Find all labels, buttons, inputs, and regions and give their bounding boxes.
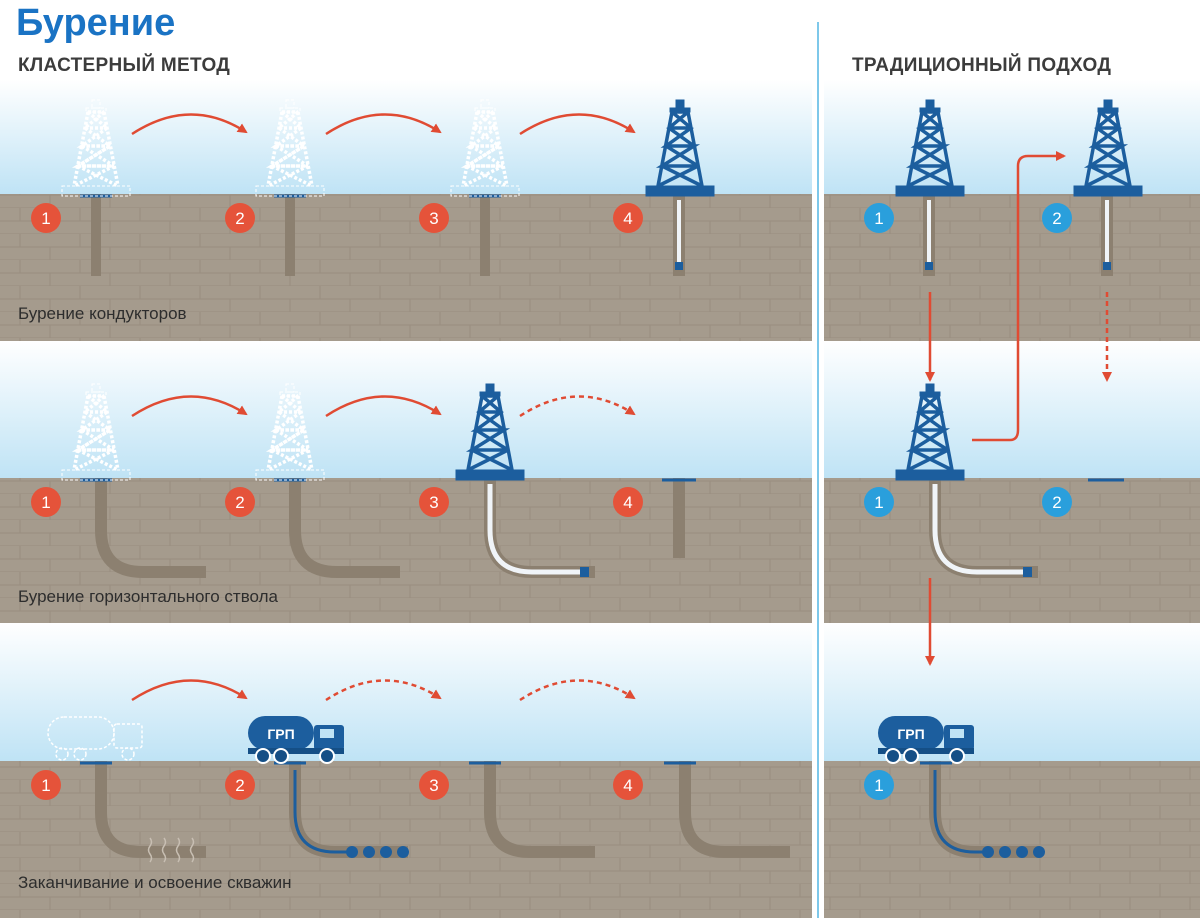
svg-text:4: 4 bbox=[623, 493, 632, 512]
svg-text:3: 3 bbox=[429, 209, 438, 228]
svg-text:2: 2 bbox=[1052, 493, 1061, 512]
svg-text:4: 4 bbox=[623, 209, 632, 228]
panel-row-3 bbox=[0, 623, 1200, 918]
truck-label: ГРП bbox=[267, 726, 294, 742]
step-arrows bbox=[131, 113, 1066, 702]
svg-text:2: 2 bbox=[235, 493, 244, 512]
truck-label: ГРП bbox=[897, 726, 924, 742]
step-arrows-dashed bbox=[325, 292, 1112, 702]
svg-text:3: 3 bbox=[429, 493, 438, 512]
cluster-method-heading: КЛАСТЕРНЫЙ МЕТОД bbox=[18, 55, 231, 76]
svg-text:2: 2 bbox=[235, 209, 244, 228]
row-label-horizontal: Бурение горизонтального ствола bbox=[18, 587, 278, 606]
badge-cluster: 1 2 3 4 1 2 3 4 1 2 3 4 bbox=[31, 203, 643, 800]
svg-text:1: 1 bbox=[41, 493, 50, 512]
svg-text:1: 1 bbox=[874, 209, 883, 228]
frac-truck-icon: ГРП bbox=[878, 716, 974, 764]
svg-text:1: 1 bbox=[874, 776, 883, 795]
svg-text:2: 2 bbox=[1052, 209, 1061, 228]
frac-truck-icon: ГРП bbox=[248, 716, 344, 764]
svg-text:4: 4 bbox=[623, 776, 632, 795]
row-label-conductors: Бурение кондукторов bbox=[18, 304, 187, 323]
svg-text:3: 3 bbox=[429, 776, 438, 795]
frac-truck-ghost bbox=[47, 716, 143, 761]
svg-text:1: 1 bbox=[41, 209, 50, 228]
svg-text:2: 2 bbox=[235, 776, 244, 795]
svg-text:1: 1 bbox=[41, 776, 50, 795]
page-title: Бурение bbox=[16, 2, 176, 44]
frac-flow bbox=[293, 770, 985, 854]
panel-row-1 bbox=[0, 80, 1200, 341]
frac-star-icon bbox=[346, 846, 1045, 858]
badge-traditional: 1 2 1 2 1 bbox=[864, 203, 1072, 800]
panel-row-2 bbox=[0, 341, 1200, 623]
row-label-completion: Заканчивание и освоение скважин bbox=[18, 873, 292, 892]
traditional-method-heading: ТРАДИЦИОННЫЙ ПОДХОД bbox=[852, 55, 1112, 76]
svg-text:1: 1 bbox=[874, 493, 883, 512]
